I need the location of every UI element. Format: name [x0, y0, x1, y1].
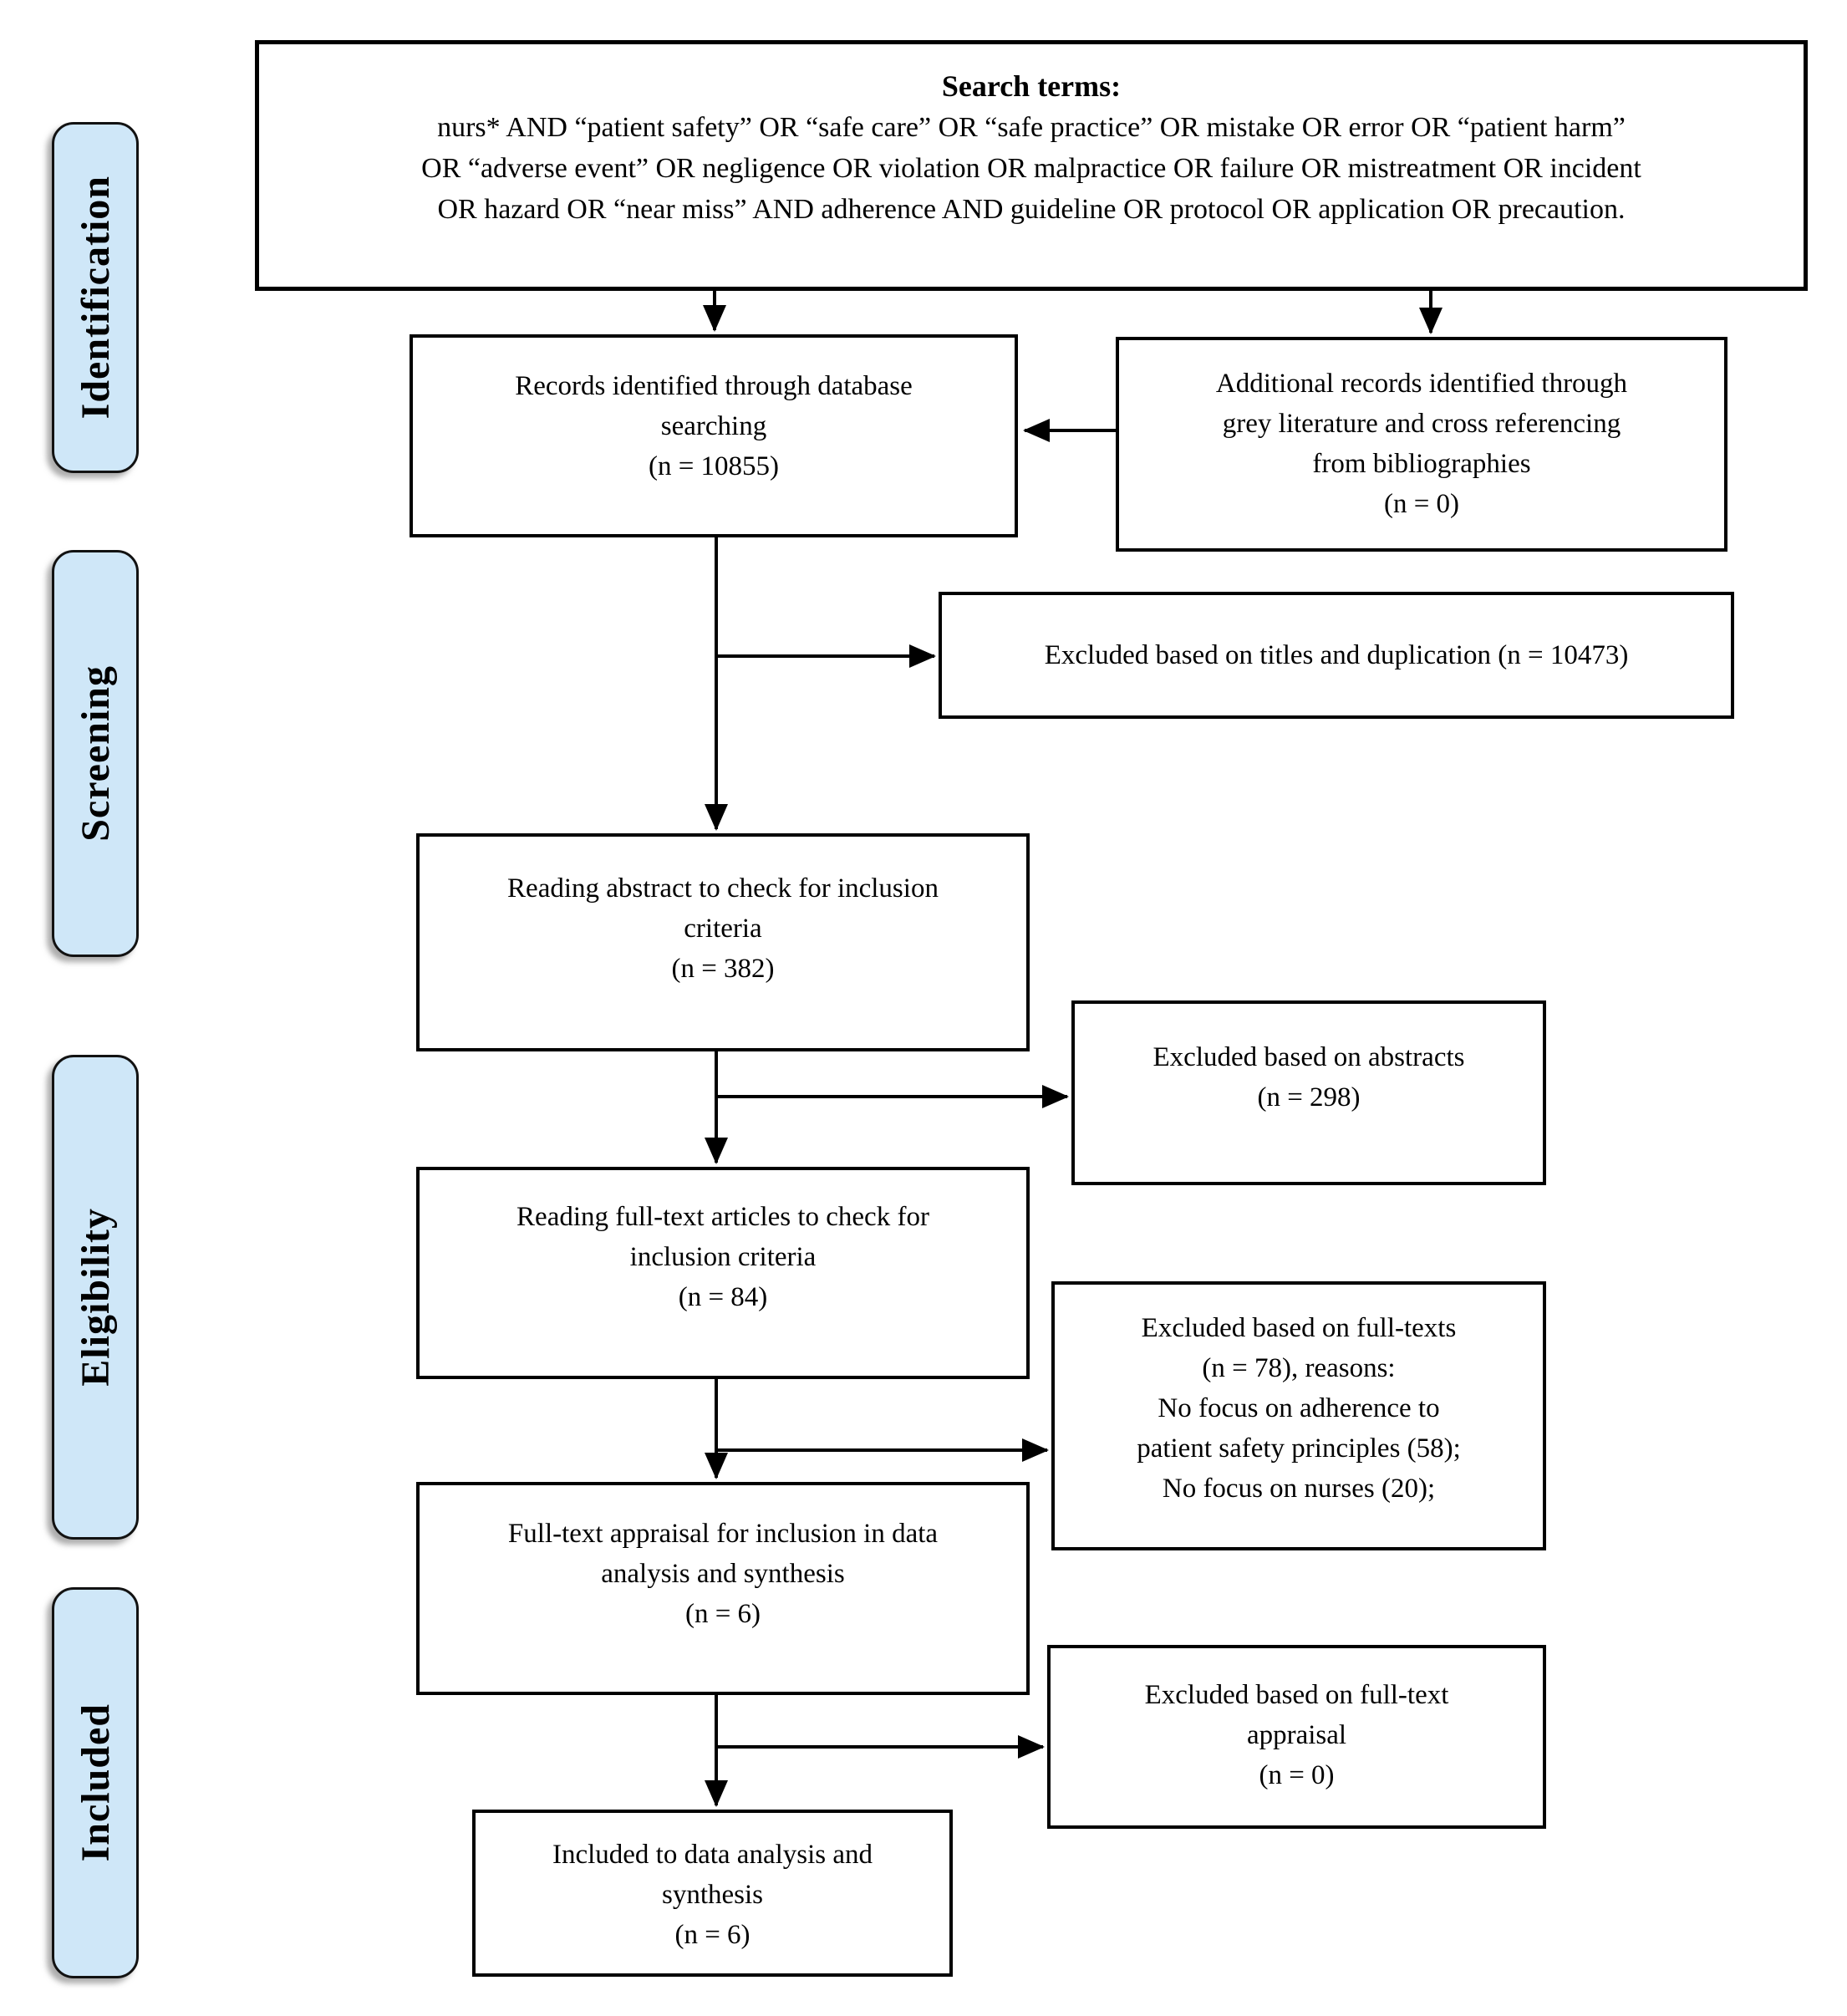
fulltext-appraisal-box: Full-text appraisal for inclusion in dat… — [416, 1482, 1030, 1695]
text-line: patient safety principles (58); — [1137, 1433, 1461, 1464]
text-line: Included to data analysis and — [552, 1840, 873, 1870]
search-terms-box: Search terms: nurs* AND “patient safety”… — [255, 40, 1808, 291]
text-line: (n = 78), reasons: — [1202, 1353, 1396, 1383]
stage-label-text: Eligibility — [73, 1208, 118, 1387]
text-line: (n = 382) — [671, 954, 775, 984]
text-line: (n = 0) — [1383, 489, 1460, 519]
text-line: Excluded based on abstracts — [1152, 1042, 1465, 1072]
text-line: (n = 6) — [684, 1599, 761, 1629]
text-line: Excluded based on titles and duplication… — [1044, 640, 1629, 670]
excluded-fulltexts-box: Excluded based on full-texts (n = 78), re… — [1051, 1281, 1546, 1550]
records-identified-box: Records identified through database searc… — [410, 334, 1018, 537]
text-line: Excluded based on full-text — [1144, 1680, 1449, 1710]
text-line: Excluded based on full-texts — [1141, 1313, 1457, 1343]
text-line: Reading full-text articles to check for — [516, 1202, 929, 1232]
stage-label-included: Included — [52, 1587, 139, 1978]
text-line: searching — [660, 411, 767, 441]
excluded-abstracts-text: Excluded based on abstracts (n = 298) — [1075, 1037, 1543, 1117]
text-line: No focus on nurses (20); — [1162, 1474, 1436, 1504]
stage-label-screening: Screening — [52, 550, 139, 957]
text-line: analysis and synthesis — [601, 1559, 845, 1589]
text-line: (n = 298) — [1257, 1082, 1361, 1112]
excluded-titles-box: Excluded based on titles and duplication… — [939, 592, 1734, 719]
text-line: Reading abstract to check for inclusion — [507, 873, 939, 904]
reading-fulltext-text: Reading full-text articles to check for i… — [420, 1197, 1026, 1317]
excluded-fulltexts-text: Excluded based on full-texts (n = 78), re… — [1055, 1308, 1543, 1509]
text-line: No focus on adherence to — [1158, 1393, 1440, 1423]
text-line: (n = 0) — [1259, 1760, 1335, 1790]
text-line: Additional records identified through — [1215, 369, 1628, 399]
excluded-appraisal-box: Excluded based on full-text appraisal (n =… — [1047, 1645, 1546, 1829]
stage-label-text: Screening — [73, 665, 118, 842]
stage-label-eligibility: Eligibility — [52, 1055, 139, 1540]
text-line: criteria — [684, 914, 762, 944]
included-final-box: Included to data analysis and synthesis (n… — [472, 1810, 953, 1977]
reading-fulltext-box: Reading full-text articles to check for i… — [416, 1167, 1030, 1379]
text-line: grey literature and cross referencing — [1222, 409, 1621, 439]
excluded-titles-text: Excluded based on titles and duplication… — [1045, 635, 1629, 675]
text-line: OR hazard OR “near miss” AND adherence A… — [437, 194, 1626, 225]
text-line: from bibliographies — [1312, 449, 1531, 479]
search-terms-text: nurs* AND “patient safety” OR “safe care… — [259, 107, 1804, 230]
stage-label-identification: Identification — [52, 122, 139, 473]
text-line: appraisal — [1246, 1720, 1347, 1750]
text-line: (n = 10855) — [648, 451, 780, 481]
text-line: Records identified through database — [515, 371, 913, 401]
additional-records-text: Additional records identified through gre… — [1119, 364, 1724, 524]
text-line: inclusion criteria — [629, 1242, 817, 1272]
included-final-text: Included to data analysis and synthesis (n… — [476, 1835, 949, 1955]
text-line: Full-text appraisal for inclusion in dat… — [507, 1519, 939, 1549]
text-line: synthesis — [661, 1880, 763, 1910]
search-terms-title: Search terms: — [941, 69, 1122, 103]
text-line: nurs* AND “patient safety” OR “safe care… — [437, 112, 1626, 143]
stage-label-text: Included — [73, 1703, 118, 1862]
text-line: (n = 84) — [678, 1282, 768, 1312]
reading-abstract-box: Reading abstract to check for inclusion c… — [416, 833, 1030, 1051]
fulltext-appraisal-text: Full-text appraisal for inclusion in dat… — [420, 1514, 1026, 1634]
excluded-appraisal-text: Excluded based on full-text appraisal (n =… — [1051, 1675, 1543, 1795]
stage-label-text: Identification — [73, 176, 118, 420]
additional-records-box: Additional records identified through gre… — [1116, 337, 1727, 552]
reading-abstract-text: Reading abstract to check for inclusion c… — [420, 868, 1026, 989]
text-line: OR “adverse event” OR negligence OR viol… — [421, 153, 1641, 184]
records-identified-text: Records identified through database searc… — [413, 366, 1015, 486]
text-line: (n = 6) — [674, 1920, 751, 1950]
excluded-abstracts-box: Excluded based on abstracts (n = 298) — [1071, 1000, 1546, 1185]
